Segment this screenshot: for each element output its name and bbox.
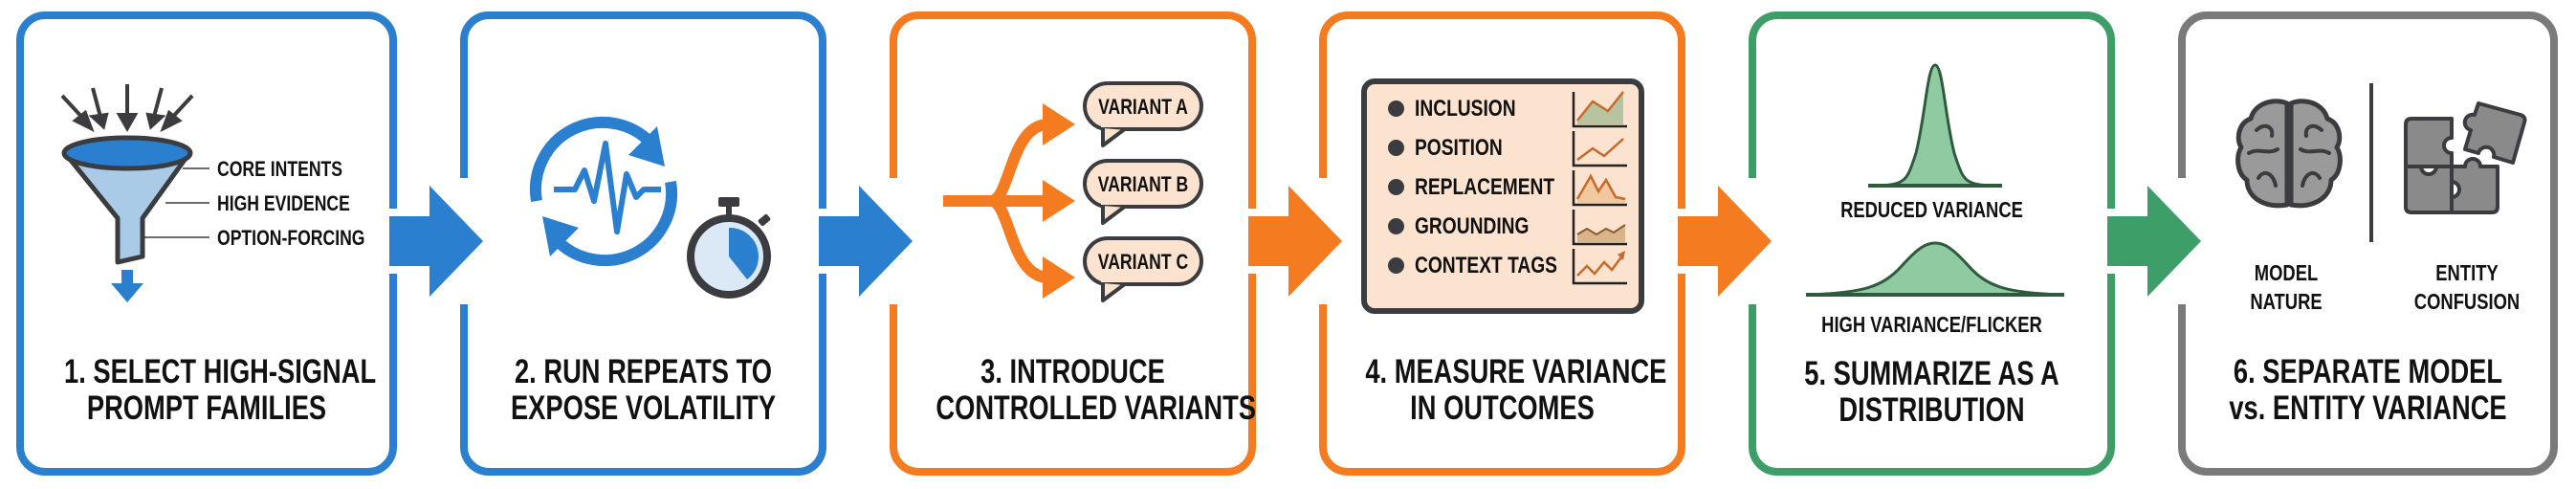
branch-arrows-icon: [943, 96, 1087, 306]
step-title-3: 3. INTRODUCE CONTROLLED VARIANTS: [936, 353, 1257, 427]
bullet-icon: [1388, 218, 1404, 234]
metric-row-replacement: REPLACEMENT: [1367, 168, 1639, 207]
reduced-variance-label: REDUCED VARIANCE: [1840, 197, 2023, 222]
stopwatch-icon: [680, 197, 776, 302]
step-card-1: CORE INTENTS HIGH EVIDENCE OPTION-FORCIN…: [16, 11, 397, 476]
high-variance-label: HIGH VARIANCE/FLICKER: [1821, 312, 2042, 337]
bullet-icon: [1388, 100, 1404, 117]
flow-arrow-3-4: [1248, 186, 1342, 297]
metric-row-context-tags: CONTEXT TAGS: [1367, 247, 1639, 285]
flow-arrow-4-5: [1678, 186, 1772, 297]
metric-row-grounding: GROUNDING: [1367, 208, 1639, 246]
variant-bubble-c: VARIANT C: [1082, 235, 1204, 304]
brain-icon: [2235, 98, 2343, 212]
narrow-bell-curve-icon: [1868, 57, 2002, 191]
sparkline-area-icon: [1572, 91, 1627, 128]
step-card-3: VARIANT A VARIANT B VARIANT C 3. INTRODU…: [890, 11, 1256, 476]
wide-bell-curve-icon: [1806, 237, 2064, 300]
flow-arrow-1-2: [389, 186, 483, 297]
step-title-5: 5. SUMMARIZE AS A DISTRIBUTION: [1804, 355, 2059, 429]
flow-arrow-2-3: [819, 186, 913, 297]
metrics-panel: INCLUSION POSITION REPLACEMENT: [1361, 78, 1644, 314]
bullet-icon: [1388, 179, 1404, 195]
model-nature-label: MODEL NATURE: [2250, 260, 2323, 314]
step-card-6: MODEL NATURE ENTITY CONFUSION 6. SEPARAT…: [2178, 11, 2558, 476]
step-card-4: INCLUSION POSITION REPLACEMENT: [1319, 11, 1685, 476]
step-title-1: 1. SELECT HIGH-SIGNAL PROMPT FAMILIES: [64, 353, 377, 427]
funnel-label-core-intents: CORE INTENTS: [217, 157, 343, 181]
bullet-icon: [1388, 140, 1404, 156]
metric-row-position: POSITION: [1367, 129, 1639, 167]
funnel-icon: [41, 75, 213, 304]
step-title-6: 6. SEPARATE MODEL vs. ENTITY VARIANCE: [2229, 353, 2507, 427]
funnel-label-high-evidence: HIGH EVIDENCE: [217, 191, 350, 215]
svg-text:VARIANT C: VARIANT C: [1098, 251, 1188, 274]
sparkline-trend-up-icon: [1572, 249, 1627, 285]
step-title-4: 4. MEASURE VARIANCE IN OUTCOMES: [1365, 353, 1667, 427]
svg-text:VARIANT A: VARIANT A: [1098, 96, 1188, 119]
bullet-icon: [1388, 257, 1404, 274]
variant-bubble-b: VARIANT B: [1082, 158, 1204, 227]
step-card-2: 2. RUN REPEATS TO EXPOSE VOLATILITY: [460, 11, 826, 476]
sparkline-peaks-icon: [1572, 170, 1627, 207]
puzzle-icon: [2402, 96, 2530, 220]
step-card-5: REDUCED VARIANCE HIGH VARIANCE/FLICKER 5…: [1749, 11, 2115, 476]
refresh-pulse-icon: [517, 105, 690, 278]
entity-confusion-label: ENTITY CONFUSION: [2413, 260, 2521, 314]
metric-row-inclusion: INCLUSION: [1367, 90, 1639, 128]
funnel-label-option-forcing: OPTION-FORCING: [217, 226, 365, 250]
sparkline-line-icon: [1572, 131, 1627, 167]
step-title-2: 2. RUN REPEATS TO EXPOSE VOLATILITY: [510, 353, 777, 427]
flow-arrow-5-6: [2107, 186, 2201, 297]
svg-text:VARIANT B: VARIANT B: [1098, 173, 1188, 196]
sparkline-flat-area-icon: [1572, 210, 1627, 246]
variant-bubble-a: VARIANT A: [1082, 80, 1204, 149]
divider-line: [2369, 83, 2373, 242]
